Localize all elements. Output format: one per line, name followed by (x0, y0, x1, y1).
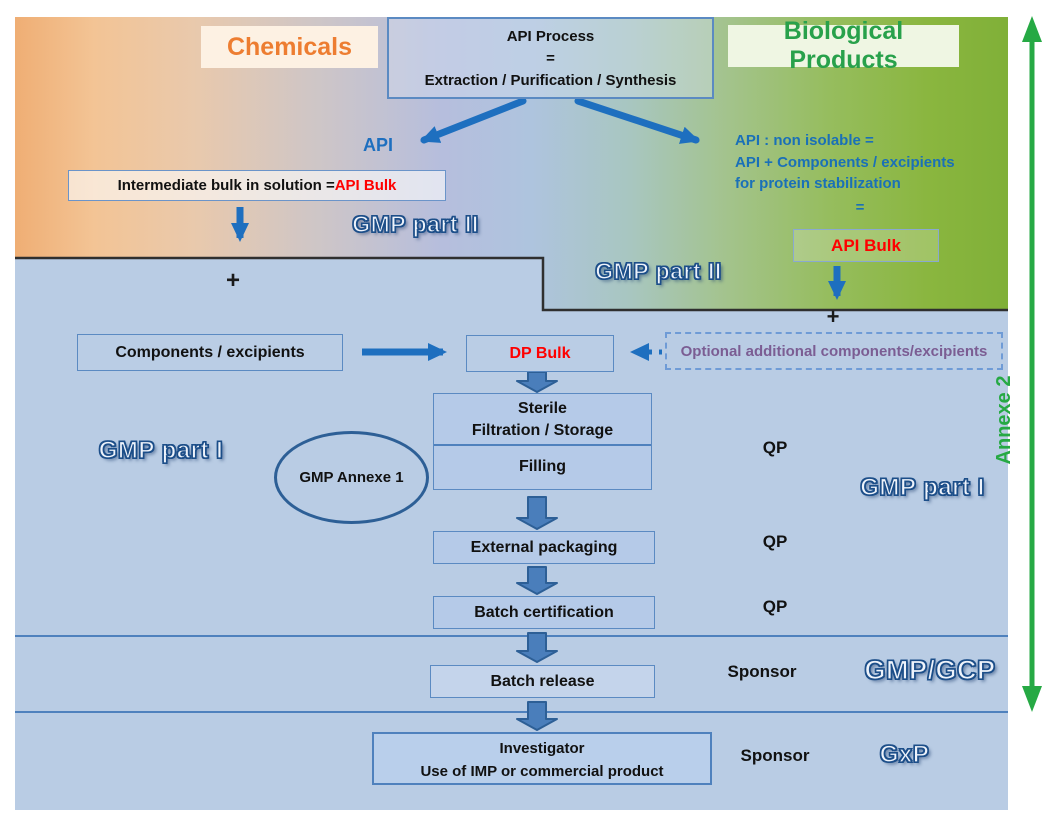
intermediate-bulk-box: Intermediate bulk in solution = API Bulk (68, 170, 446, 201)
investigator-box: Investigator Use of IMP or commercial pr… (372, 732, 712, 785)
optional-components-box: Optional additional components/excipient… (665, 332, 1003, 370)
external-packaging-box: External packaging (433, 531, 655, 564)
sponsor-label-2: Sponsor (740, 746, 810, 765)
sterile-line2: Filtration / Storage (471, 422, 614, 439)
api-process-box: API Process = Extraction / Purification … (387, 17, 714, 99)
annexe2-double-arrow-icon (1022, 16, 1042, 712)
sterile-line1: Sterile (518, 400, 567, 417)
sterile-filtration-filling-box: Sterile Filtration / Storage Filling (433, 393, 652, 490)
qp-label-3: QP (762, 597, 788, 616)
gmp-annexe1-ellipse: GMP Annexe 1 (274, 431, 429, 524)
gmp-part2-left-label: GMP part II (352, 210, 479, 237)
api-non-isolable-text: API : non isolable = API + Components / … (735, 132, 955, 192)
intermediate-bulk-text: Intermediate bulk in solution = (117, 177, 335, 194)
sponsor-label-1: Sponsor (727, 662, 797, 681)
plus-sign-left: + (225, 267, 240, 294)
annexe2-label: Annexe 2 (993, 375, 1015, 465)
biological-products-label: Biological Products (728, 17, 959, 74)
gxp-label: GxP (879, 740, 930, 768)
gmp-part1-left-label: GMP part I (98, 436, 224, 464)
api-process-line3: Extraction / Purification / Synthesis (424, 72, 677, 89)
api-bulk-box: API Bulk (793, 229, 939, 262)
components-excipients-box: Components / excipients (77, 334, 343, 371)
api-label: API (362, 134, 393, 155)
batch-certification-box: Batch certification (433, 596, 655, 629)
plus-sign-right: + (826, 304, 840, 329)
gmp-part1-right-label: GMP part I (860, 473, 985, 501)
investigator-line2: Use of IMP or commercial product (420, 763, 664, 780)
gmp-gcp-label: GMP/GCP (864, 654, 996, 685)
qp-label-2: QP (762, 532, 788, 551)
gmp-part2-right-label: GMP part II (595, 257, 722, 284)
qp-label-1: QP (762, 438, 788, 457)
filling-section: Filling (518, 457, 567, 475)
api-process-line1: API Process (506, 28, 595, 45)
api-process-equals: = (546, 50, 555, 67)
sterile-filtration-section: Sterile Filtration / Storage (434, 394, 651, 446)
investigator-line1: Investigator (499, 740, 585, 757)
chemicals-label: Chemicals (201, 26, 378, 68)
dp-bulk-box: DP Bulk (466, 335, 614, 372)
intermediate-api-bulk-text: API Bulk (334, 177, 397, 194)
api-non-isolable-equals: = (855, 198, 865, 216)
batch-release-box: Batch release (430, 665, 655, 698)
